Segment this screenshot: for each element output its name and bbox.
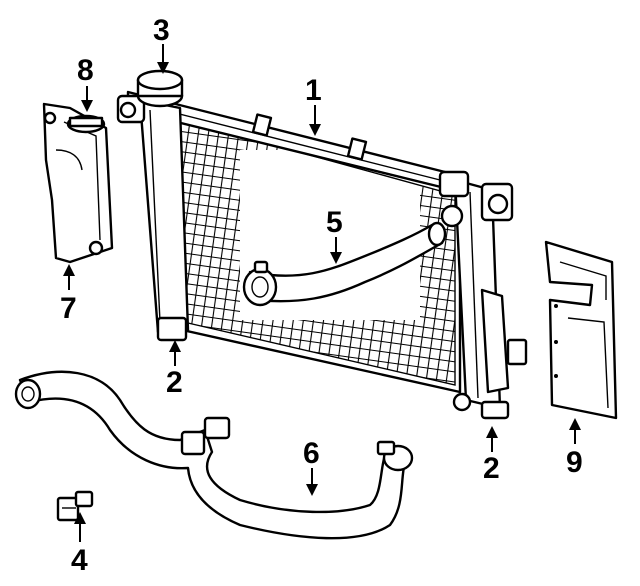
callout-2-left: 2 — [166, 366, 183, 399]
callout-labels: 1 2 2 3 4 5 6 7 8 9 — [60, 14, 583, 577]
callout-3: 3 — [153, 14, 170, 47]
air-baffle — [544, 240, 618, 420]
upper-hose — [242, 221, 447, 307]
leader-lines — [63, 44, 581, 542]
callout-6: 6 — [303, 437, 320, 470]
callout-5: 5 — [326, 206, 343, 239]
callout-9: 9 — [566, 446, 583, 479]
radiator-cap — [136, 69, 184, 108]
reservoir-cap — [66, 114, 106, 134]
callout-7: 7 — [60, 292, 77, 325]
callout-4: 4 — [71, 544, 88, 577]
coolant-reservoir — [42, 102, 114, 264]
callout-1: 1 — [305, 74, 322, 107]
callout-2-right: 2 — [483, 452, 500, 485]
lower-hose — [14, 370, 414, 540]
callout-8: 8 — [77, 54, 94, 87]
drain-plug — [56, 490, 94, 522]
